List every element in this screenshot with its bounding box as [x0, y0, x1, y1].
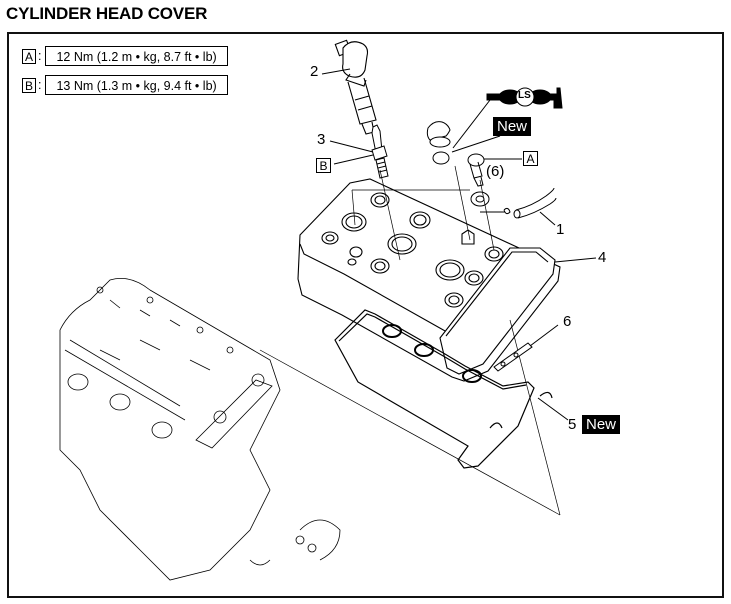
callout-1: 1 [556, 221, 565, 238]
torque-key-a-callout: A [523, 151, 538, 166]
callout-6: 6 [563, 313, 572, 330]
torque-spec-a: A : 12 Nm (1.2 m • kg, 8.7 ft • lb) [22, 46, 228, 66]
torque-key-b: B [22, 77, 36, 93]
torque-key-a: A [22, 48, 36, 64]
ls-label: LS [518, 90, 531, 101]
ls-grease-symbol [486, 87, 563, 109]
leader-2 [321, 68, 351, 75]
leader-b [333, 154, 374, 165]
ignition-coil-drawing [334, 39, 377, 135]
callout-3: 3 [317, 131, 326, 148]
callout-5: 5 [568, 416, 577, 433]
torque-key-b-callout: B [316, 158, 331, 173]
leader-3 [329, 140, 374, 153]
grommet-drawing [470, 191, 490, 207]
callout-4: 4 [598, 249, 607, 266]
colon: : [38, 78, 42, 92]
breather-hose-drawing [480, 187, 557, 226]
torque-value-b: 13 Nm (1.3 m • kg, 9.4 ft • lb) [45, 75, 228, 95]
torque-spec-b: B : 13 Nm (1.3 m • kg, 9.4 ft • lb) [22, 75, 228, 95]
engine-block-drawing [59, 277, 341, 581]
callout-6-bolt: (6) [486, 163, 505, 180]
page-title: CYLINDER HEAD COVER [6, 4, 208, 23]
spark-plug-drawing [371, 124, 389, 179]
leader-4 [554, 257, 597, 263]
bolt-drawing [467, 153, 522, 187]
callout-2: 2 [310, 63, 319, 80]
oil-filler-cap-drawing [426, 121, 451, 165]
diagram-frame [7, 32, 724, 598]
cylinder-head-cover-drawing [297, 178, 561, 382]
bracket-drawing [493, 342, 533, 372]
leader-5 [537, 397, 569, 421]
colon: : [38, 49, 42, 63]
gasket-drawing [334, 309, 553, 469]
torque-value-a: 12 Nm (1.2 m • kg, 8.7 ft • lb) [45, 46, 228, 66]
leader-ls [452, 99, 491, 149]
new-badge-gasket: New [582, 415, 621, 434]
leader-new-oring [451, 135, 501, 153]
new-badge-oring: New [493, 117, 532, 136]
leader-6 [529, 324, 559, 347]
